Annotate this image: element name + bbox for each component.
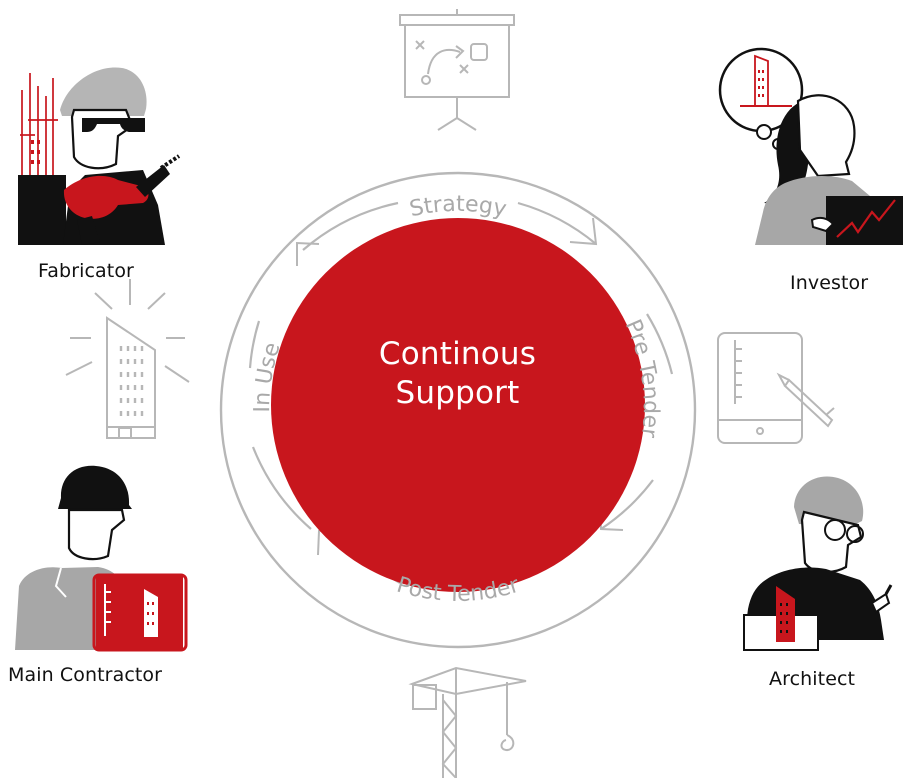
label-main-contractor: Main Contractor: [8, 664, 163, 686]
fabricator-illustration: [18, 67, 181, 245]
label-architect: Architect: [769, 668, 856, 690]
crane-icon: [408, 666, 527, 778]
main-contractor-illustration: [15, 465, 188, 652]
label-fabricator: Fabricator: [38, 260, 134, 282]
stage-strategy: Strategy: [407, 192, 508, 222]
center-circle: [271, 218, 645, 592]
label-investor: Investor: [790, 272, 869, 294]
investor-illustration: [718, 47, 903, 245]
center-title: Continous Support: [330, 335, 585, 413]
outer-ring: [219, 171, 697, 649]
strategy-board-icon: [399, 9, 515, 131]
center-title-line-2: Support: [395, 374, 520, 411]
tall-building-icon: [65, 279, 190, 439]
tablet-pen-icon: [717, 332, 835, 444]
center-title-line-1: Continous: [378, 336, 537, 372]
architect-illustration: [743, 476, 893, 651]
